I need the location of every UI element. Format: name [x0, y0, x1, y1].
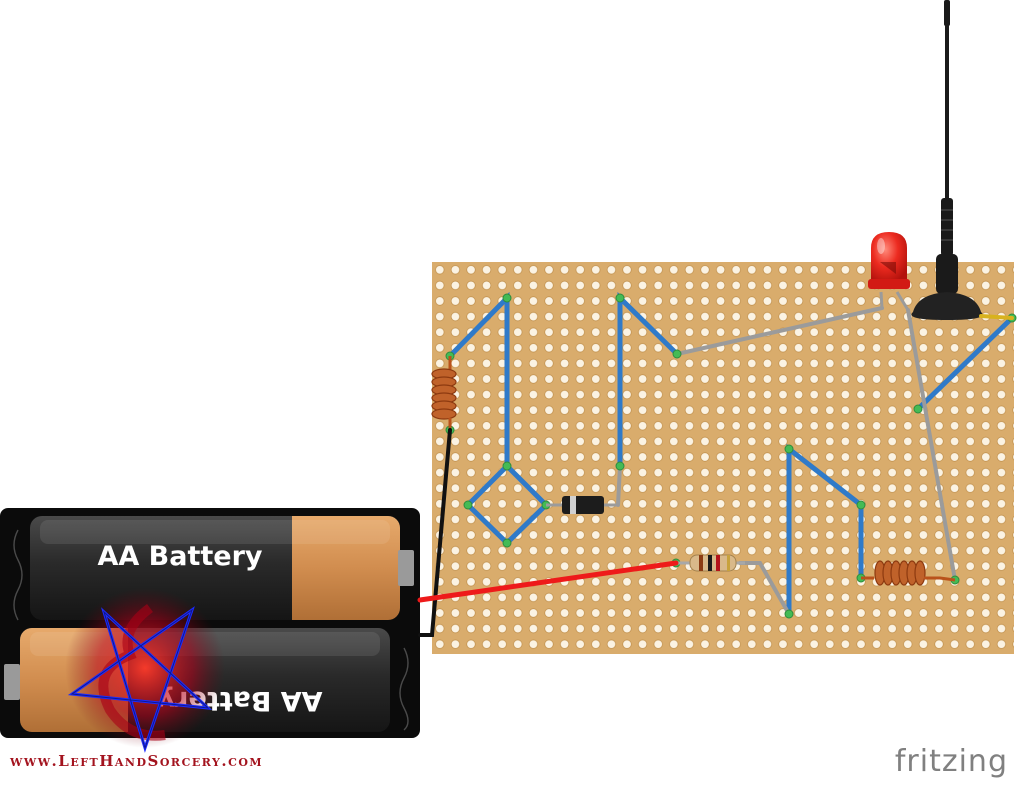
jumper-wires: [616, 306, 957, 616]
battery-wires: [417, 428, 679, 637]
jumper-resistor: [738, 561, 791, 616]
stripboard: [432, 262, 1014, 654]
trace-lower-zigzag: [786, 443, 864, 617]
coil-right: [861, 560, 956, 586]
trace-right: [915, 315, 1015, 412]
led-icon: [868, 232, 910, 311]
diode: [546, 496, 618, 514]
wire-red: [417, 560, 679, 603]
antenna-icon: [911, 0, 1014, 320]
jumper-antenna: [906, 308, 957, 582]
fritzing-logo: fritzing: [894, 744, 1008, 779]
pentagram-logo: [65, 588, 225, 753]
battery-cell-top: AA Battery: [30, 516, 414, 620]
website-watermark: www.LeftHandSorcery.com: [10, 752, 264, 770]
wire-black: [418, 428, 452, 637]
jumper-led: [675, 306, 884, 356]
resistor: [676, 554, 745, 572]
battery-cell-top-label: AA Battery: [97, 541, 262, 572]
coil-left: [431, 356, 457, 430]
jumper-diode: [616, 464, 622, 507]
